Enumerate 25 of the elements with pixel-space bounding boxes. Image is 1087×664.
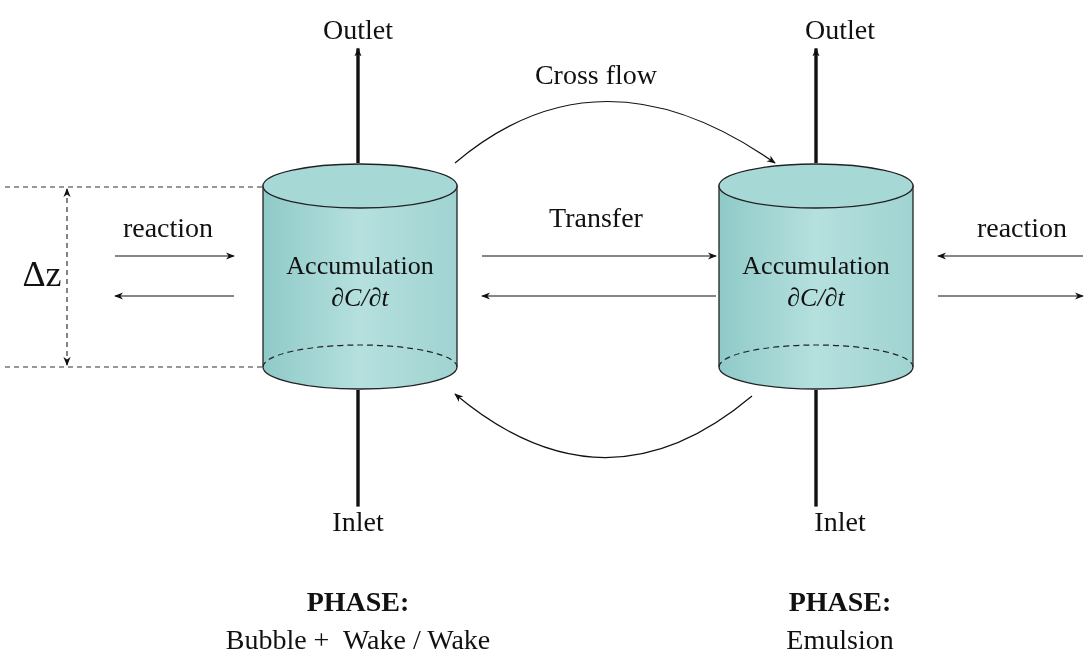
arrow: [454, 393, 753, 459]
phase-heading: PHASE:: [788, 586, 892, 618]
edge-label: reaction: [122, 212, 214, 244]
edge-label: Transfer: [549, 202, 643, 234]
port-label: Outlet: [805, 14, 875, 46]
dimension-label: Δz: [22, 255, 62, 295]
arrow: [481, 292, 717, 300]
arrow: [481, 252, 717, 260]
arrow: [114, 252, 235, 260]
phase-name: Bubble + Wake / Wake: [225, 624, 491, 656]
edge-label: Cross flow: [534, 59, 658, 91]
arrow: [114, 292, 235, 300]
edge-label: reaction: [976, 212, 1068, 244]
arrow: [937, 252, 1084, 260]
arrow: [812, 47, 820, 163]
arrow: [937, 292, 1084, 300]
connector-line: [814, 390, 818, 507]
arrow: [454, 100, 776, 164]
port-label: Inlet: [332, 506, 384, 538]
phase-heading: PHASE:: [306, 586, 410, 618]
port-label: Inlet: [814, 506, 866, 538]
connector-line: [356, 390, 360, 507]
arrow: [354, 47, 362, 163]
port-label: Outlet: [323, 14, 393, 46]
phase-name: Emulsion: [786, 624, 894, 656]
